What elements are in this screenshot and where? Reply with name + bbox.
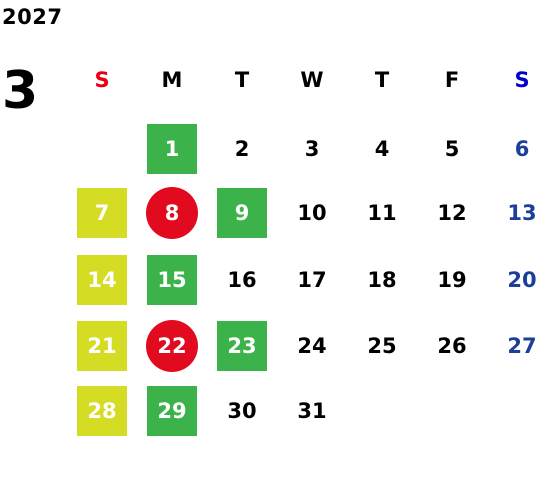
calendar-day-25[interactable]: 25 (367, 334, 397, 358)
weekday-label: S (514, 68, 530, 92)
calendar-day-26[interactable]: 26 (437, 334, 467, 358)
calendar-day-9[interactable]: 9 (217, 188, 267, 238)
calendar-day-16[interactable]: 16 (227, 268, 257, 292)
calendar-month: 3 (2, 61, 39, 121)
calendar-day-13[interactable]: 13 (507, 201, 537, 225)
calendar-day-3[interactable]: 3 (304, 137, 320, 161)
weekday-label: M (161, 68, 183, 92)
calendar-day-17[interactable]: 17 (297, 268, 327, 292)
weekday-label: S (94, 68, 110, 92)
weekday-label: F (444, 68, 460, 92)
calendar-day-5[interactable]: 5 (444, 137, 460, 161)
calendar-day-15[interactable]: 15 (147, 255, 197, 305)
calendar-day-28[interactable]: 28 (77, 386, 127, 436)
calendar-day-22[interactable]: 22 (146, 320, 198, 372)
calendar-day-24[interactable]: 24 (297, 334, 327, 358)
calendar-day-29[interactable]: 29 (147, 386, 197, 436)
calendar-day-4[interactable]: 4 (374, 137, 390, 161)
weekday-label: W (300, 68, 324, 92)
calendar-day-12[interactable]: 12 (437, 201, 467, 225)
calendar-day-18[interactable]: 18 (367, 268, 397, 292)
weekday-label: T (234, 68, 250, 92)
calendar-day-1[interactable]: 1 (147, 124, 197, 174)
calendar-day-6[interactable]: 6 (514, 137, 530, 161)
calendar-day-20[interactable]: 20 (507, 268, 537, 292)
calendar-day-10[interactable]: 10 (297, 201, 327, 225)
calendar-year: 2027 (2, 5, 63, 29)
calendar-day-21[interactable]: 21 (77, 321, 127, 371)
calendar-day-19[interactable]: 19 (437, 268, 467, 292)
calendar-day-31[interactable]: 31 (297, 399, 327, 423)
calendar-day-23[interactable]: 23 (217, 321, 267, 371)
calendar-day-8[interactable]: 8 (146, 187, 198, 239)
calendar-day-30[interactable]: 30 (227, 399, 257, 423)
calendar-day-11[interactable]: 11 (367, 201, 397, 225)
weekday-label: T (374, 68, 390, 92)
calendar-day-7[interactable]: 7 (77, 188, 127, 238)
calendar-day-27[interactable]: 27 (507, 334, 537, 358)
calendar-day-2[interactable]: 2 (234, 137, 250, 161)
calendar-day-14[interactable]: 14 (77, 255, 127, 305)
